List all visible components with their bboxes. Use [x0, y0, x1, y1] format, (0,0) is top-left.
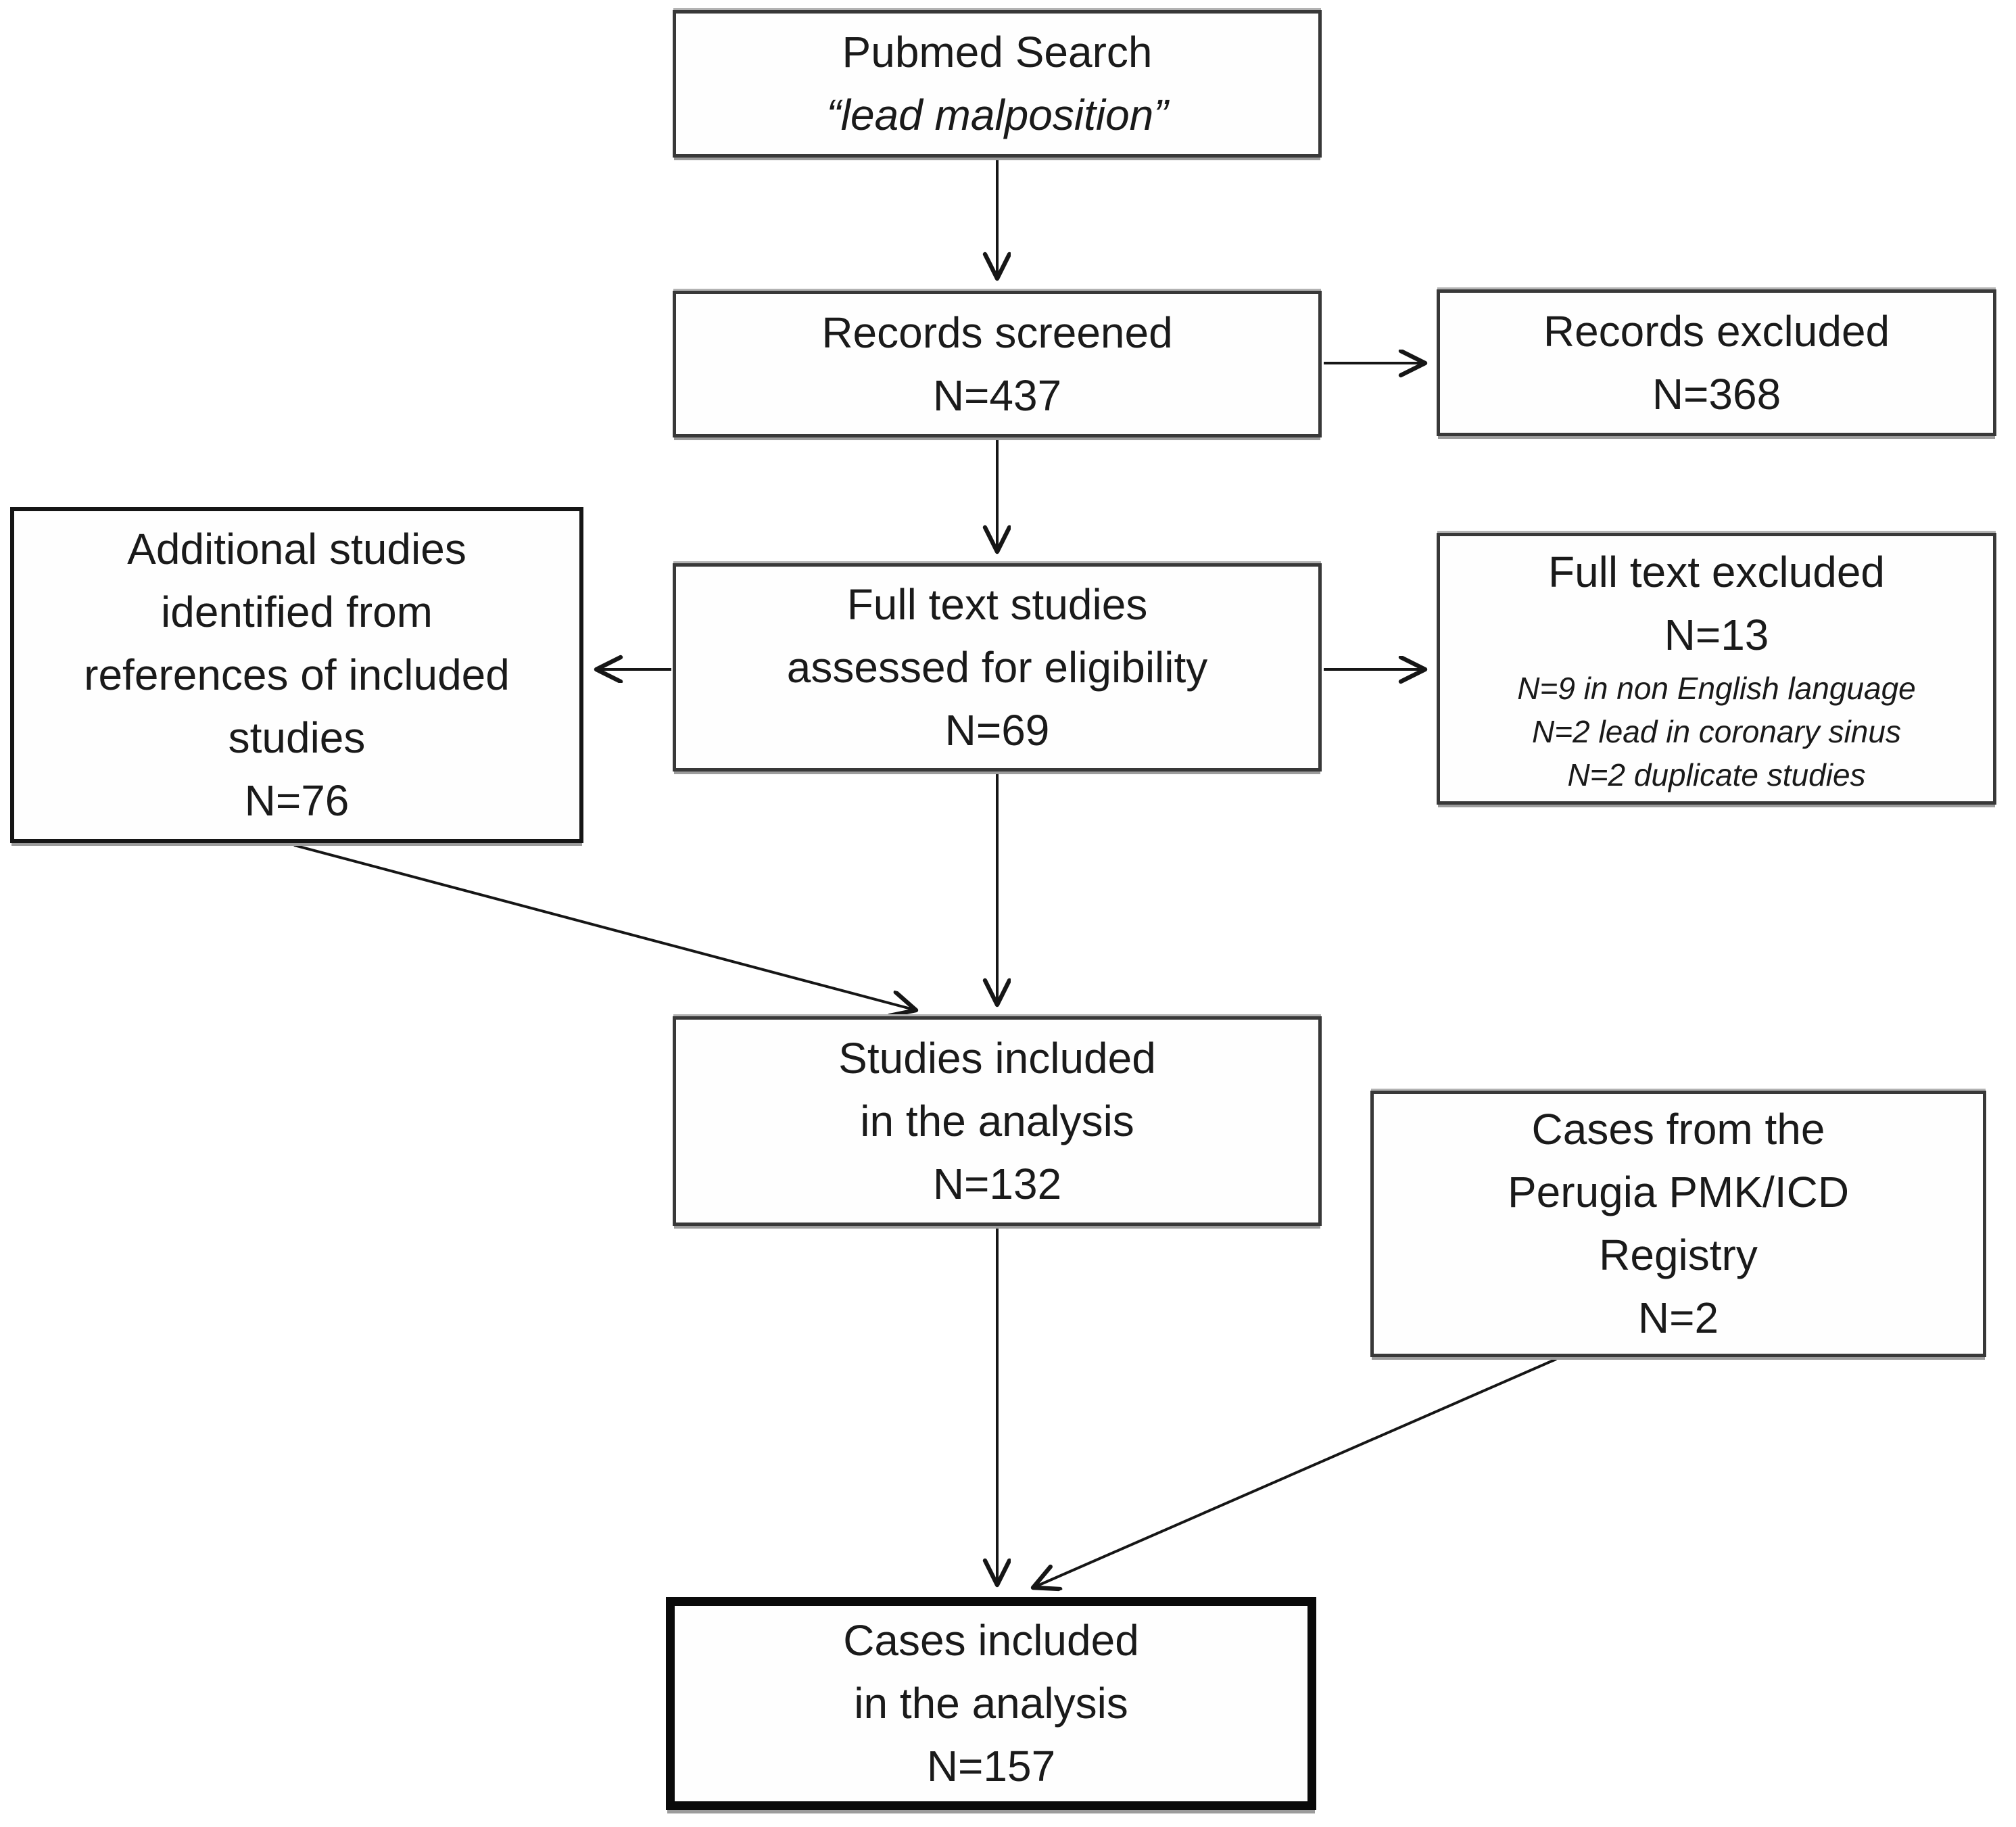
full-text-assessed-label-2: assessed for eligibility — [786, 642, 1208, 692]
perugia-registry-box: Cases from the Perugia PMK/ICD Registry … — [1370, 1091, 1986, 1357]
records-screened-box: Records screened N=437 — [673, 291, 1322, 437]
search-query-label: “lead malposition” — [826, 91, 1168, 139]
studies-included-count: N=132 — [932, 1159, 1062, 1208]
records-excluded-label: Records excluded — [1543, 306, 1890, 356]
studies-included-label-1: Studies included — [838, 1033, 1156, 1083]
additional-studies-label-4: studies — [228, 713, 366, 762]
additional-studies-label-2: identified from — [161, 588, 433, 636]
cases-included-count: N=157 — [926, 1742, 1056, 1790]
perugia-registry-label-2: Perugia PMK/ICD — [1507, 1168, 1850, 1216]
cases-included-label-2: in the analysis — [854, 1679, 1128, 1728]
perugia-registry-count: N=2 — [1637, 1294, 1719, 1342]
arrow-perugia-to-cases-included — [1033, 1358, 1557, 1588]
records-screened-label: Records screened — [821, 308, 1173, 357]
additional-studies-label-1: Additional studies — [127, 525, 466, 573]
pubmed-search-label: Pubmed Search — [842, 28, 1153, 76]
exclusion-reason-coronary-sinus: N=2 lead in coronary sinus — [1532, 714, 1901, 749]
additional-studies-count: N=76 — [244, 776, 350, 825]
additional-studies-label-3: references of included — [84, 650, 510, 699]
studies-included-box: Studies included in the analysis N=132 — [673, 1016, 1322, 1226]
studies-included-label-2: in the analysis — [860, 1096, 1134, 1145]
exclusion-reason-language: N=9 in non English language — [1517, 671, 1916, 706]
arrow-additional-studies-to-studies-included — [293, 844, 916, 1010]
pubmed-search-box: Pubmed Search “lead malposition” — [673, 10, 1322, 158]
full-text-excluded-box: Full text excluded N=13 N=9 in non Engli… — [1437, 533, 1996, 805]
full-text-assessed-label-1: Full text studies — [846, 579, 1148, 629]
full-text-assessed-count: N=69 — [944, 705, 1050, 755]
additional-studies-box: Additional studies identified from refer… — [10, 507, 583, 843]
perugia-registry-label-3: Registry — [1599, 1231, 1758, 1279]
records-excluded-count: N=368 — [1652, 369, 1781, 419]
full-text-excluded-count: N=13 — [1664, 611, 1769, 659]
full-text-excluded-label: Full text excluded — [1547, 548, 1886, 596]
exclusion-reason-duplicates: N=2 duplicate studies — [1567, 757, 1866, 792]
records-excluded-box: Records excluded N=368 — [1437, 289, 1996, 436]
records-screened-count: N=437 — [932, 371, 1062, 420]
cases-included-box: Cases included in the analysis N=157 — [666, 1597, 1316, 1810]
full-text-assessed-box: Full text studies assessed for eligibili… — [673, 563, 1322, 772]
perugia-registry-label-1: Cases from the — [1531, 1105, 1825, 1154]
cases-included-label-1: Cases included — [843, 1616, 1139, 1665]
